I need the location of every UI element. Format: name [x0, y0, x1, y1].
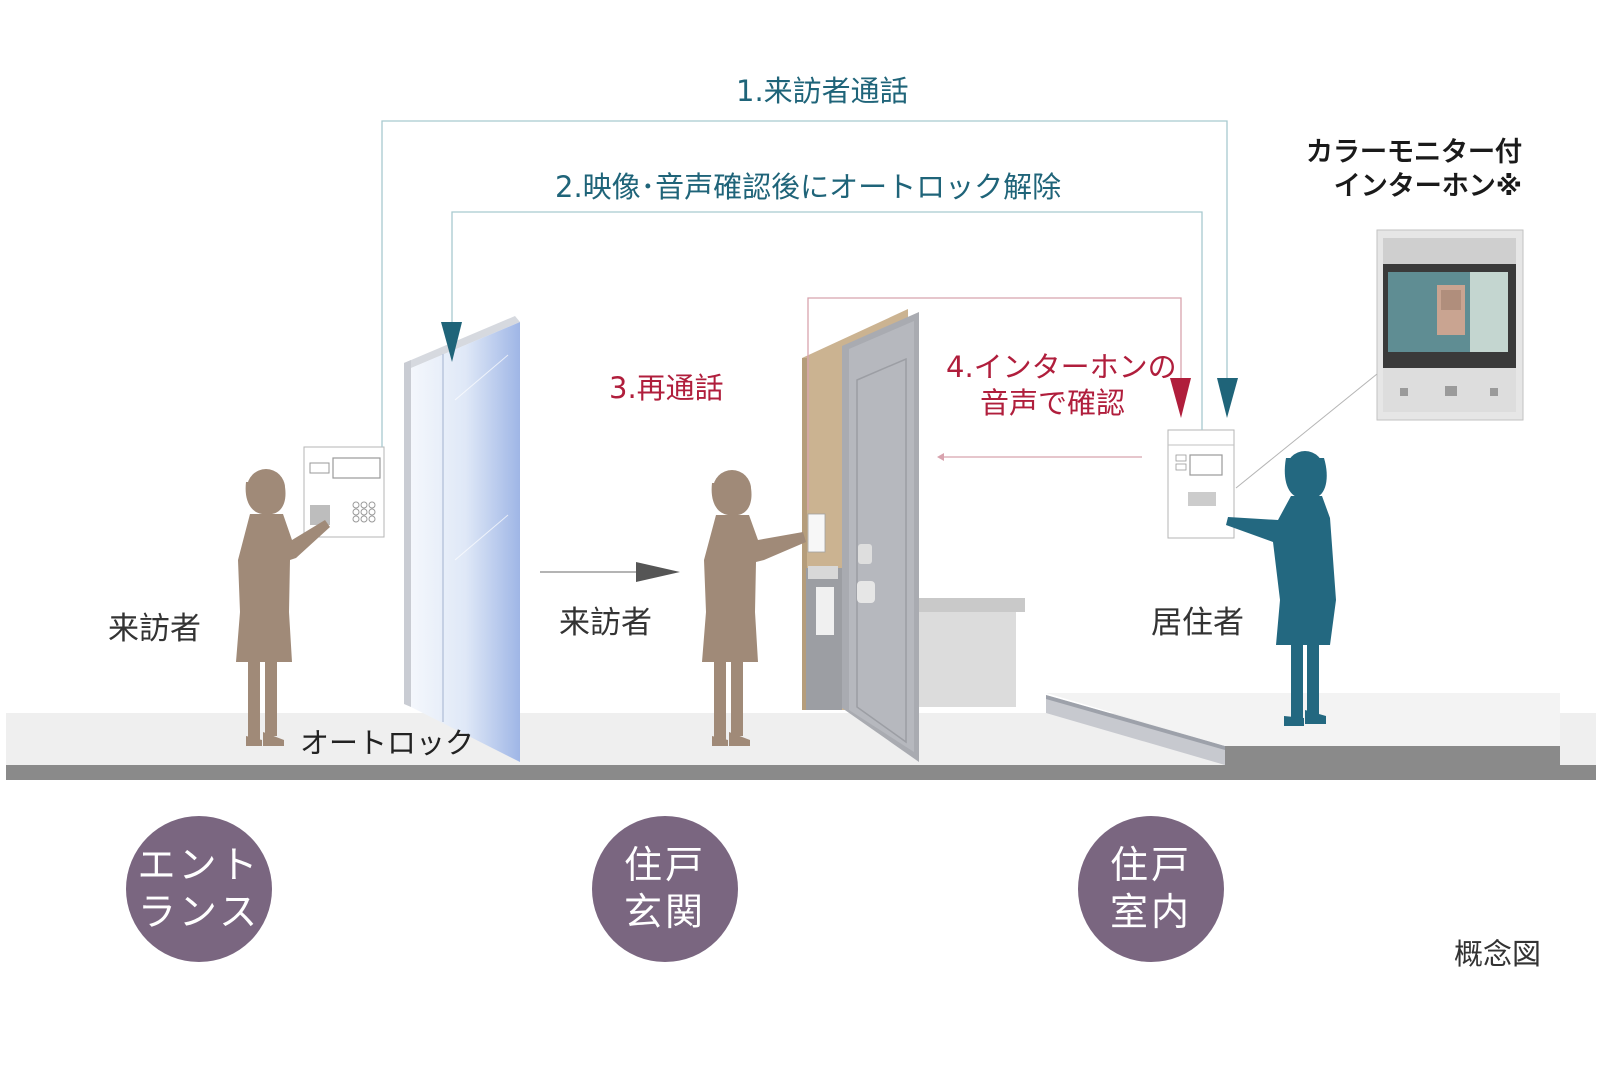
zone-indoor-line2: 室内 [1109, 890, 1192, 934]
zone-entrance: エント ランス [126, 816, 272, 962]
autolock-label: オートロック [300, 726, 475, 760]
visitor-entrance-label: 来訪者 [108, 611, 201, 647]
arrow-step2-to-autolock [441, 322, 462, 362]
entrance-control-panel [303, 446, 385, 538]
monitor-title: カラーモニター付 インターホン※ [1306, 136, 1522, 204]
resident-label: 居住者 [1151, 605, 1244, 641]
flow-line-step3 [807, 297, 1182, 510]
zone-door-line1: 住戸 [623, 842, 706, 887]
walk-arrow [540, 562, 680, 582]
autolock-glass-door [404, 316, 520, 762]
step4-label-line1: 4.インターホンの [946, 350, 1177, 384]
front-door [802, 309, 919, 762]
visitor-door-label: 来訪者 [559, 605, 652, 641]
arrow-step3-to-intercom [1170, 378, 1191, 418]
step2-label: 2.映像･音声確認後にオートロック解除 [555, 170, 1062, 204]
zone-indoor: 住戸 室内 [1078, 816, 1224, 962]
zone-indoor-line1: 住戸 [1109, 842, 1192, 887]
flow-line-step1 [381, 120, 1228, 447]
monitor-inset [1235, 229, 1524, 489]
step1-label: 1.来訪者通話 [736, 74, 909, 108]
step3-label: 3.再通話 [609, 371, 724, 405]
monitor-title-line2: インターホン※ [1333, 170, 1522, 202]
resident-silhouette [1226, 451, 1336, 726]
floor [6, 693, 1596, 780]
arrow-step1-to-intercom [1217, 378, 1238, 418]
zone-door: 住戸 玄関 [592, 816, 738, 962]
visitor-silhouette-entrance [236, 469, 330, 746]
visitor-silhouette-door [702, 470, 806, 746]
concept-note: 概念図 [1454, 937, 1542, 971]
step4-label-line2: 音声で確認 [980, 386, 1126, 420]
monitor-title-line1: カラーモニター付 [1306, 137, 1522, 168]
flow-line-step2 [451, 211, 1203, 430]
zone-entrance-line1: エント [137, 842, 261, 887]
shoe-cabinet [918, 598, 1025, 707]
indoor-intercom-unit [1167, 429, 1235, 539]
zone-entrance-line2: ランス [137, 890, 261, 934]
arrow-step4-to-door [937, 453, 944, 461]
zone-door-line2: 玄関 [623, 890, 706, 934]
